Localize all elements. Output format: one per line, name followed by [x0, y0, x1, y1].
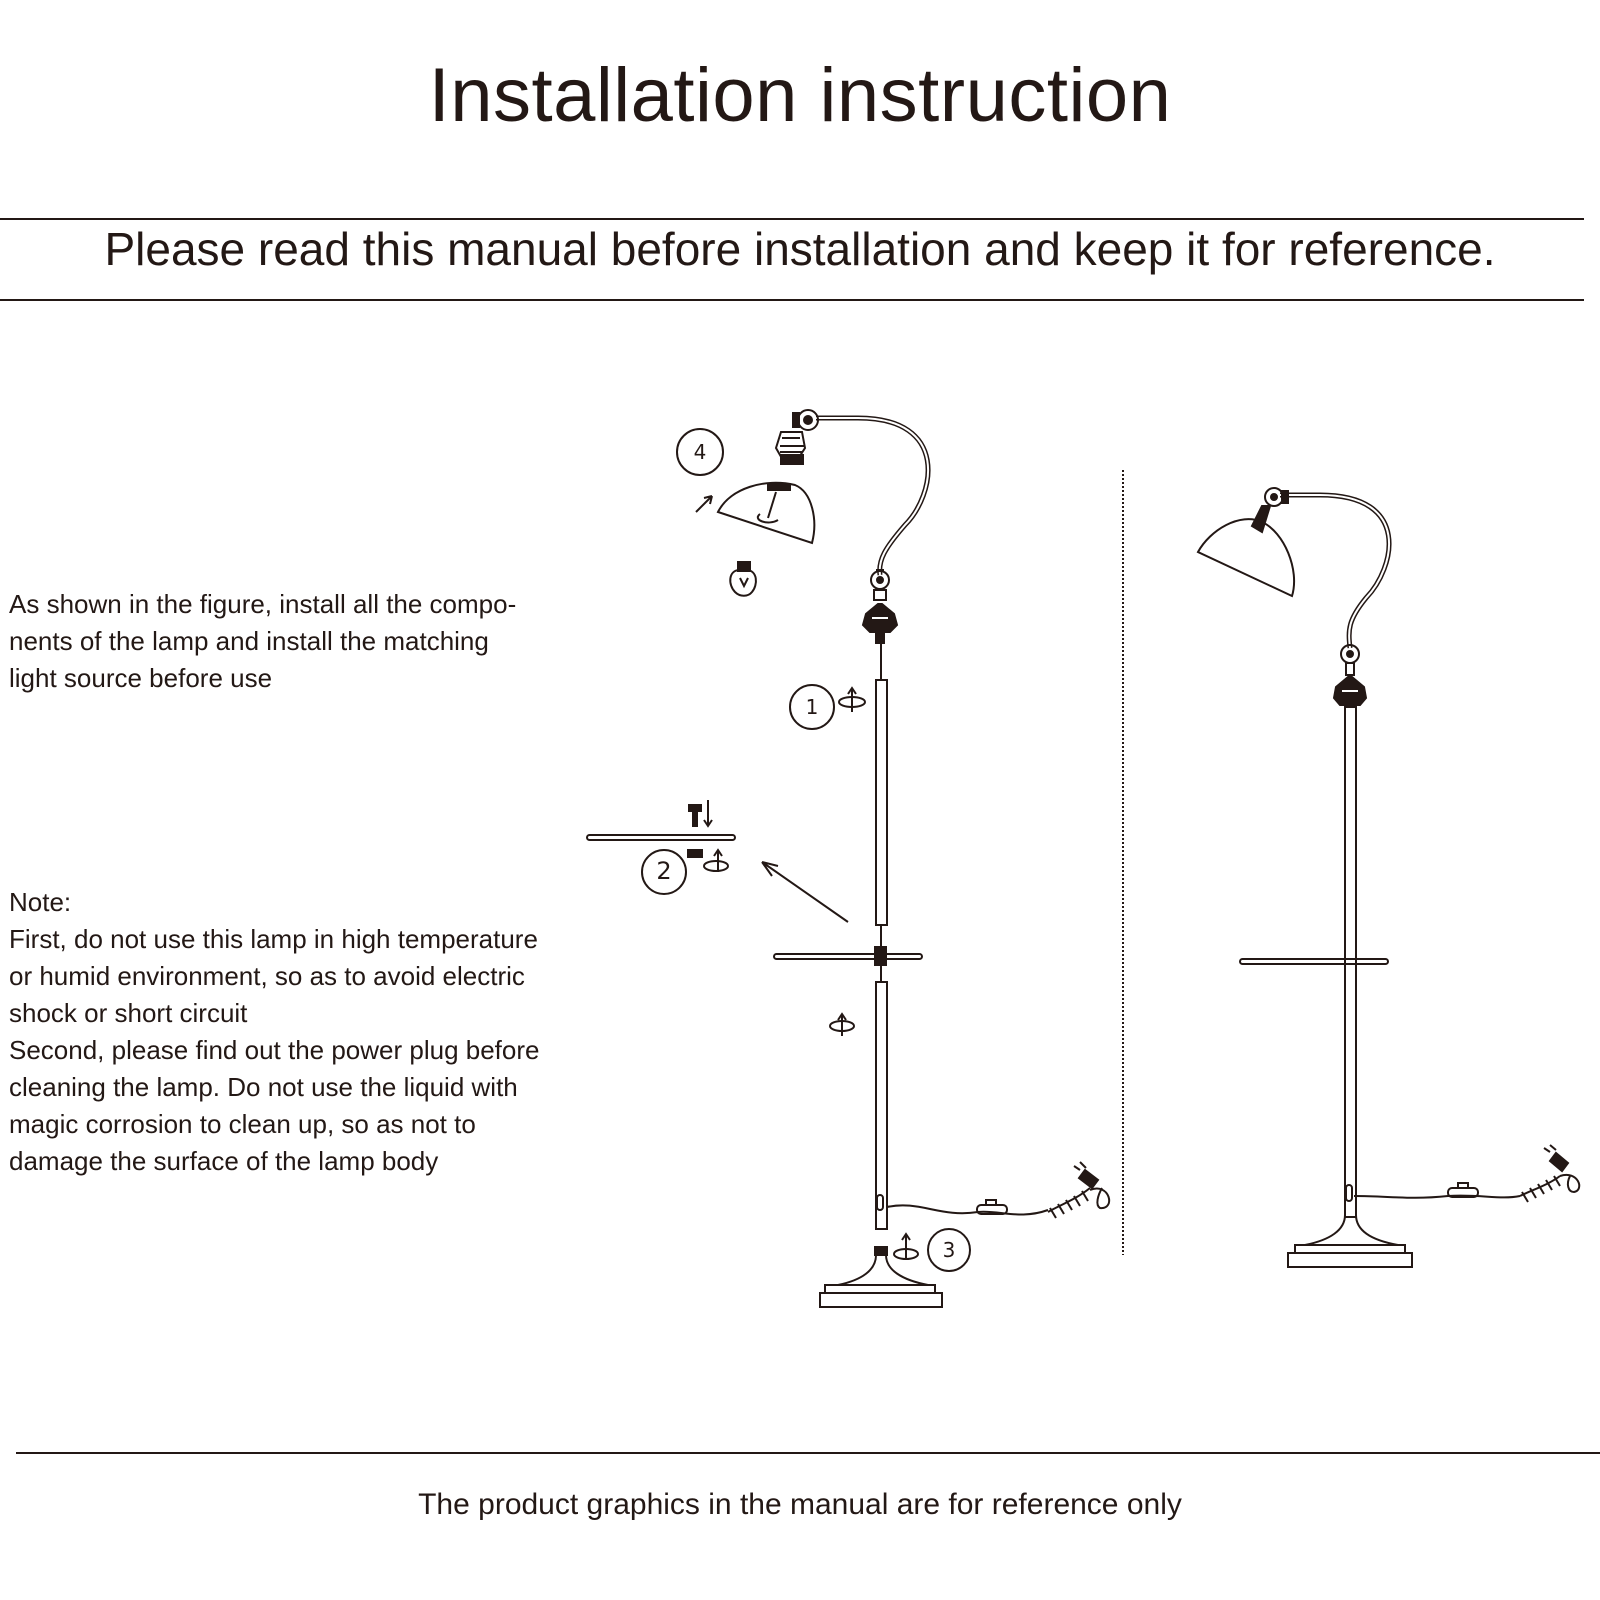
step-1-label: 1	[806, 695, 819, 719]
footer-disclaimer: The product graphics in the manual are f…	[418, 1488, 1182, 1521]
top-divider	[0, 218, 1584, 220]
step-4-label: 4	[694, 440, 707, 464]
lamp-base	[837, 1254, 929, 1286]
assembled-base	[1304, 1214, 1399, 1246]
note-section: Note: First, do not use this lamp in hig…	[9, 884, 540, 1180]
lamp-shade	[716, 481, 816, 545]
assembled-shade	[1196, 518, 1296, 598]
note-line: shock or short circuit	[9, 998, 248, 1028]
upper-pole	[875, 679, 888, 926]
step-4-marker	[676, 428, 724, 476]
power-cord	[886, 1204, 1049, 1216]
note-line: cleaning the lamp. Do not use the liquid…	[9, 1072, 518, 1102]
power-plug	[1077, 1168, 1100, 1190]
exploded-lamp	[695, 409, 1110, 1308]
step-3-label: 3	[943, 1238, 956, 1262]
step-3-marker	[927, 1228, 971, 1272]
lower-pole	[875, 981, 888, 1230]
cord-spring	[1047, 1187, 1091, 1219]
step-2-label: 2	[656, 857, 671, 885]
footer-divider	[16, 1452, 1600, 1454]
step-2-marker	[641, 849, 687, 895]
assembled-pole	[1344, 706, 1357, 1218]
note-line: First, do not use this lamp in high temp…	[9, 924, 538, 954]
page-title: Installation instruction	[428, 53, 1172, 138]
step-2-detail	[586, 800, 849, 923]
intro-line: As shown in the figure, install all the …	[9, 589, 517, 619]
side-table-tray	[773, 953, 923, 960]
gooseneck-arm	[816, 415, 931, 576]
light-bulb	[729, 569, 757, 597]
intro-line: light source before use	[9, 663, 273, 693]
page-subtitle: Please read this manual before installat…	[104, 223, 1496, 275]
subtitle-divider	[0, 299, 1584, 301]
intro-line: nents of the lamp and install the matchi…	[9, 626, 489, 656]
detail-arrow	[761, 861, 849, 923]
step-1-marker	[789, 684, 835, 730]
note-line: or humid environment, so as to avoid ele…	[9, 961, 525, 991]
note-line: magic corrosion to clean up, so as not t…	[9, 1109, 476, 1139]
note-heading: Note:	[9, 887, 72, 917]
note-line: damage the surface of the lamp body	[9, 1146, 439, 1176]
intro-paragraph: As shown in the figure, install all the …	[9, 586, 516, 697]
assembled-lamp	[1196, 487, 1581, 1268]
note-line: Second, please find out the power plug b…	[9, 1035, 540, 1065]
